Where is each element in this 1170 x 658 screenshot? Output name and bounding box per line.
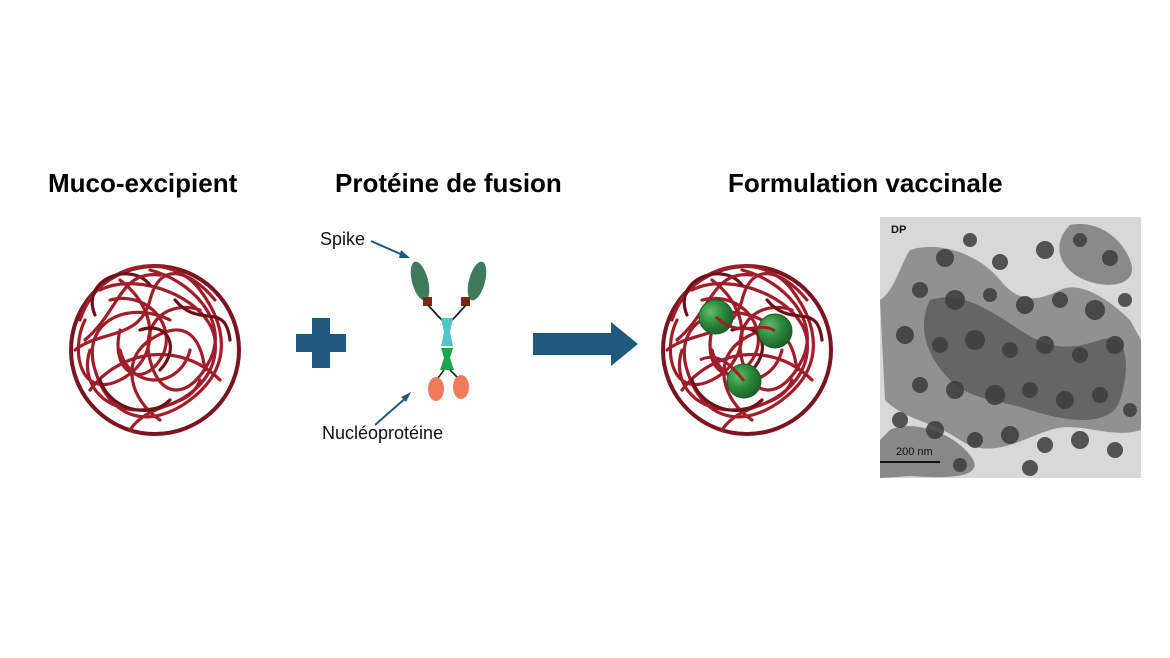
- tem-micrograph: [880, 217, 1141, 478]
- title-vaccine-formulation: Formulation vaccinale: [728, 168, 1003, 198]
- label-nucleoprotein: Nucléoprotéine: [322, 423, 444, 443]
- protein-particles: [698, 299, 793, 399]
- fusion-protein-icon: [370, 240, 487, 426]
- muco-excipient-mesh: [69, 264, 241, 436]
- micrograph-panel-label: DP: [891, 224, 907, 236]
- scale-bar: [880, 461, 940, 463]
- formulation-mesh: [661, 264, 833, 436]
- plus-icon: [296, 318, 346, 368]
- scale-bar-label: 200 nm: [896, 446, 933, 458]
- title-fusion-protein: Protéine de fusion: [335, 168, 562, 198]
- title-muco-excipient: Muco-excipient: [48, 168, 238, 198]
- arrow-right-icon: [533, 322, 638, 366]
- label-spike: Spike: [320, 229, 366, 249]
